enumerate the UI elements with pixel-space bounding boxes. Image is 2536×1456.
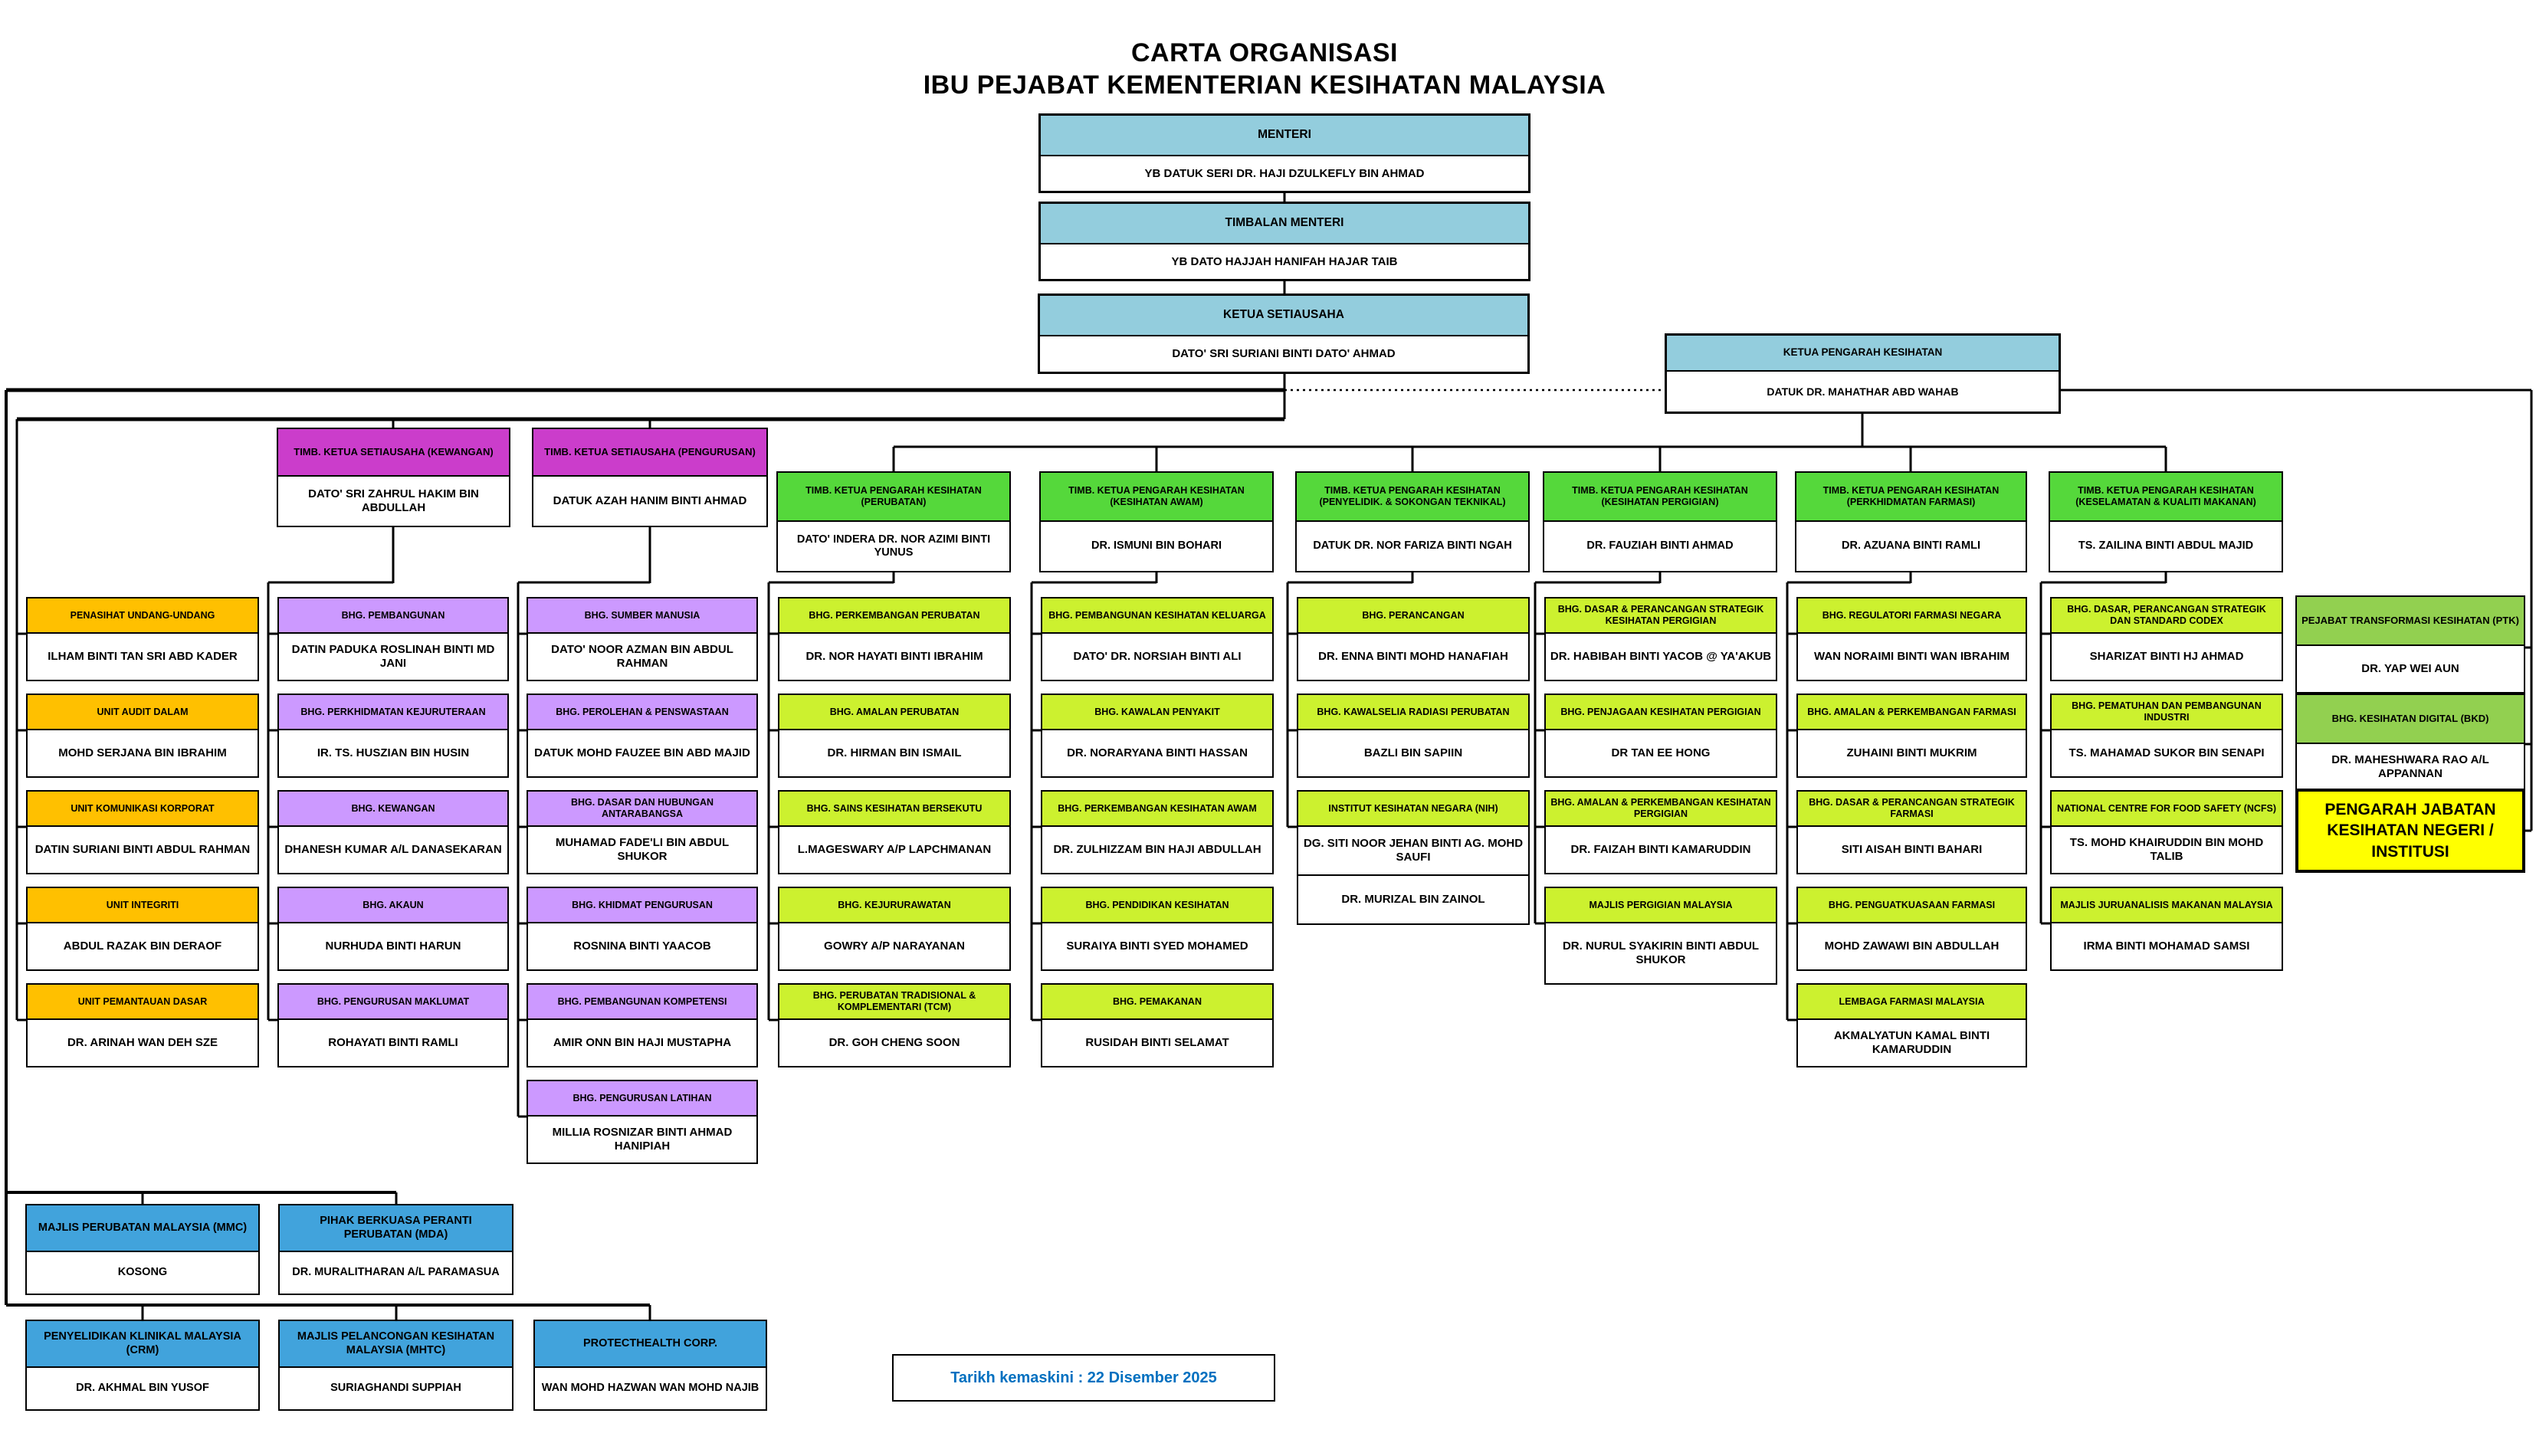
- box-bhg-amalan-perkembangan-pergigian: BHG. AMALAN & PERKEMBANGAN KESIHATAN PER…: [1544, 790, 1777, 874]
- page-title: CARTA ORGANISASI IBU PEJABAT KEMENTERIAN…: [671, 37, 1859, 101]
- box-institut-kesihatan-negara: INSTITUT KESIHATAN NEGARA (NIH) DG. SITI…: [1297, 790, 1530, 925]
- box-pejabat-transformasi-kesihatan: PEJABAT TRANSFORMASI KESIHATAN (PTK)DR. …: [2295, 595, 2525, 694]
- box-crm: PENYELIDIKAN KLINIKAL MALAYSIA (CRM)DR. …: [25, 1320, 260, 1411]
- box-protecthealth: PROTECTHEALTH CORP.WAN MOHD HAZWAN WAN M…: [533, 1320, 767, 1411]
- box-tkpk-farmasi: TIMB. KETUA PENGARAH KESIHATAN (PERKHIDM…: [1795, 471, 2027, 572]
- page-title-line1: CARTA ORGANISASI: [1131, 38, 1398, 67]
- box-bhg-perubatan-tradisional: BHG. PERUBATAN TRADISIONAL & KOMPLEMENTA…: [778, 983, 1011, 1067]
- page-title-line2: IBU PEJABAT KEMENTERIAN KESIHATAN MALAYS…: [923, 71, 1606, 100]
- box-tkpk-perubatan: TIMB. KETUA PENGARAH KESIHATAN (PERUBATA…: [776, 471, 1011, 572]
- box-tkpk-makanan: TIMB. KETUA PENGARAH KESIHATAN (KESELAMA…: [2049, 471, 2283, 572]
- box-pengarah-jabatan-kesihatan-negeri: PENGARAH JABATAN KESIHATAN NEGERI / INST…: [2295, 789, 2525, 873]
- box-ketua-setiausaha: KETUA SETIAUSAHA DATO' SRI SURIANI BINTI…: [1038, 293, 1530, 374]
- box-timbalan-menteri: TIMBALAN MENTERI YB DATO HAJJAH HANIFAH …: [1038, 202, 1530, 281]
- box-bhg-dasar-standard-codex: BHG. DASAR, PERANCANGAN STRATEGIK DAN ST…: [2050, 597, 2283, 681]
- box-tkpk-kesihatan-awam: TIMB. KETUA PENGARAH KESIHATAN (KESIHATA…: [1039, 471, 1274, 572]
- update-date: Tarikh kemaskini : 22 Disember 2025: [892, 1354, 1275, 1402]
- box-bhg-dasar-perancangan-strategik-farmasi: BHG. DASAR & PERANCANGAN STRATEGIK FARMA…: [1796, 790, 2027, 874]
- box-ketua-pengarah-kesihatan: KETUA PENGARAH KESIHATAN DATUK DR. MAHAT…: [1665, 333, 2061, 414]
- box-bhg-kesihatan-digital: BHG. KESIHATAN DIGITAL (BKD)DR. MAHESHWA…: [2295, 694, 2525, 792]
- box-national-centre-food-safety: NATIONAL CENTRE FOR FOOD SAFETY (NCFS)TS…: [2050, 790, 2283, 874]
- box-tkpk-pergigian: TIMB. KETUA PENGARAH KESIHATAN (KESIHATA…: [1543, 471, 1777, 572]
- box-tkpk-penyelidikan: TIMB. KETUA PENGARAH KESIHATAN (PENYELID…: [1295, 471, 1530, 572]
- box-tksu-pengurusan: TIMB. KETUA SETIAUSAHA (PENGURUSAN) DATU…: [532, 428, 768, 527]
- box-bhg-dasar-perancangan-strategik-pergigian: BHG. DASAR & PERANCANGAN STRATEGIK KESIH…: [1544, 597, 1777, 681]
- box-menteri: MENTERI YB DATUK SERI DR. HAJI DZULKEFLY…: [1038, 113, 1530, 193]
- box-mhtc: MAJLIS PELANCONGAN KESIHATAN MALAYSIA (M…: [278, 1320, 513, 1411]
- box-tksu-kewangan: TIMB. KETUA SETIAUSAHA (KEWANGAN) DATO' …: [277, 428, 510, 527]
- box-mmc: MAJLIS PERUBATAN MALAYSIA (MMC)KOSONG: [25, 1204, 260, 1295]
- box-mda: PIHAK BERKUASA PERANTI PERUBATAN (MDA)DR…: [278, 1204, 513, 1295]
